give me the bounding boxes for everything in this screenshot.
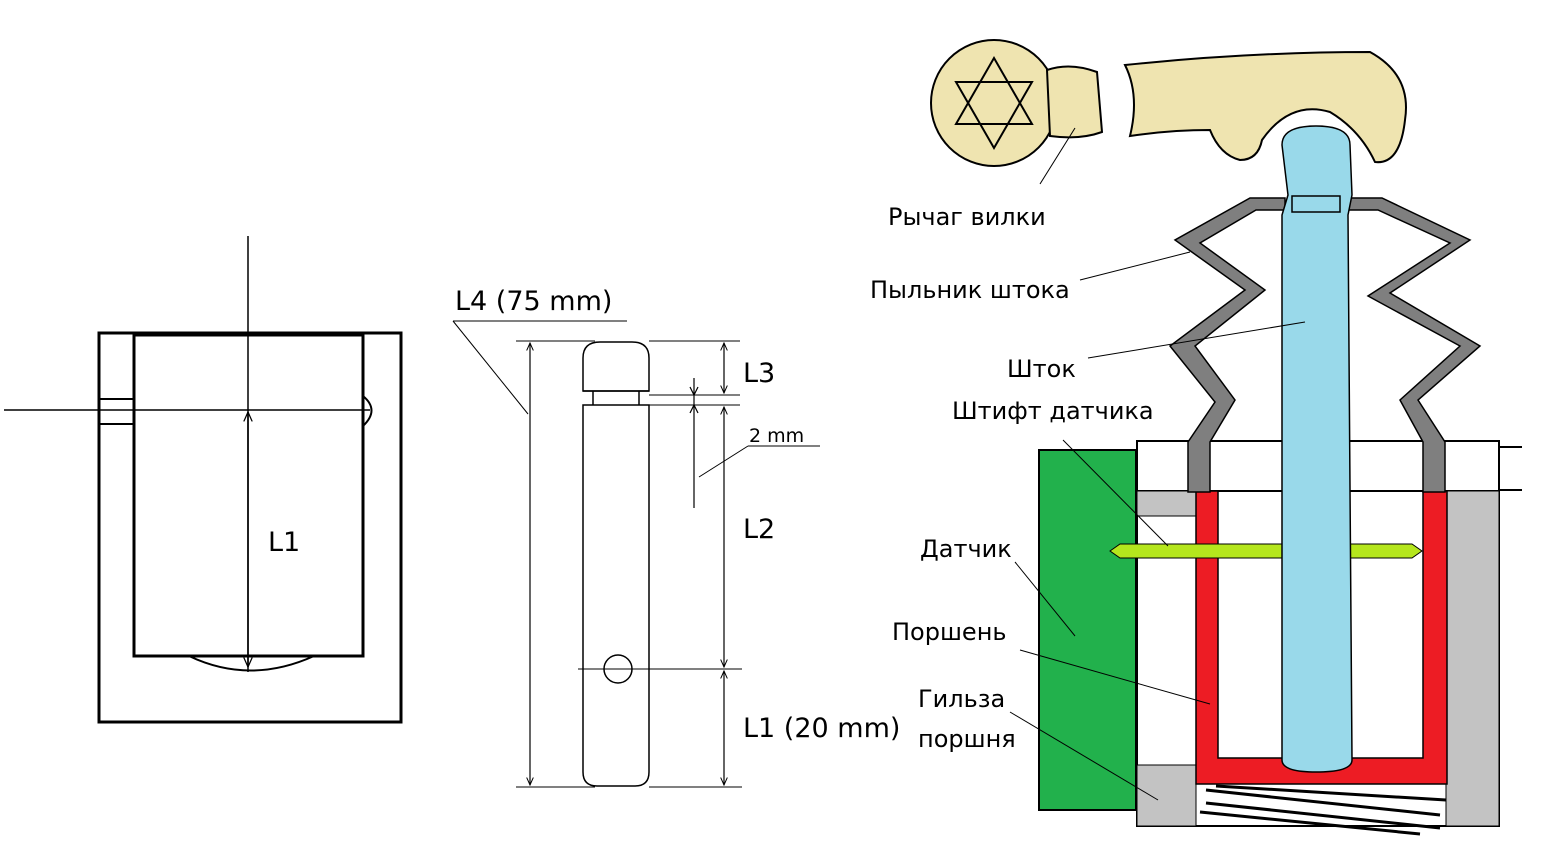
- sleeve-label-line2: поршня: [918, 725, 1016, 753]
- l1-label: L1: [268, 527, 300, 558]
- housing-right-tab: [1498, 446, 1522, 491]
- bottom-arc: [188, 655, 315, 672]
- boot-label: Пыльник штока: [870, 276, 1070, 304]
- sensor-pin: [1109, 543, 1423, 559]
- spring: [1199, 784, 1447, 836]
- l2-label: L2: [743, 514, 775, 545]
- rod-label: Шток: [1007, 355, 1076, 383]
- gap-arrow: [689, 403, 699, 414]
- l1-rod-label: L1 (20 mm): [743, 713, 900, 744]
- assembly: Рычаг вилки Пыльник штока Шток Штифт дат…: [870, 39, 1522, 836]
- gap-label: 2 mm: [749, 425, 804, 447]
- rod-drawing: L4 (75 mm) L3 2 mm L2 L1 (20 mm): [452, 286, 900, 788]
- sleeve-left-top: [1136, 490, 1197, 517]
- l3-label: L3: [743, 358, 775, 389]
- boot-leader: [1079, 251, 1191, 281]
- lever-arm: [1045, 65, 1104, 139]
- rod-groove: [1291, 195, 1341, 213]
- star-icon: [954, 55, 1034, 151]
- piston-leader: [1019, 649, 1211, 705]
- sleeve-leader: [1009, 711, 1159, 801]
- rod-tip: [582, 341, 650, 392]
- sleeve-left-bottom: [1136, 764, 1197, 827]
- outer-housing: [97, 331, 403, 724]
- rod-leader: [1087, 321, 1306, 359]
- fork-lever-label: Рычаг вилки: [888, 203, 1046, 231]
- sleeve-label-line1: Гильза: [918, 685, 1005, 713]
- sleeve-right: [1445, 490, 1500, 827]
- lever-fork: [1123, 50, 1407, 164]
- rod-body: [582, 404, 650, 787]
- l4-leader: [452, 320, 529, 415]
- sensor-label: Датчик: [920, 535, 1012, 563]
- sensor-pin-label: Штифт датчика: [952, 397, 1154, 425]
- gap-arrow: [689, 386, 699, 397]
- piston-label: Поршень: [892, 618, 1007, 646]
- side-notch: [362, 395, 373, 427]
- sensor-pin-leader: [1062, 439, 1169, 547]
- sensor-leader: [1014, 561, 1076, 637]
- sensor-body: [1038, 449, 1137, 811]
- l4-label: L4 (75 mm): [455, 286, 612, 317]
- rod: [1281, 125, 1353, 773]
- left-view: L1: [4, 236, 403, 724]
- fork-lever-leader: [1039, 127, 1076, 185]
